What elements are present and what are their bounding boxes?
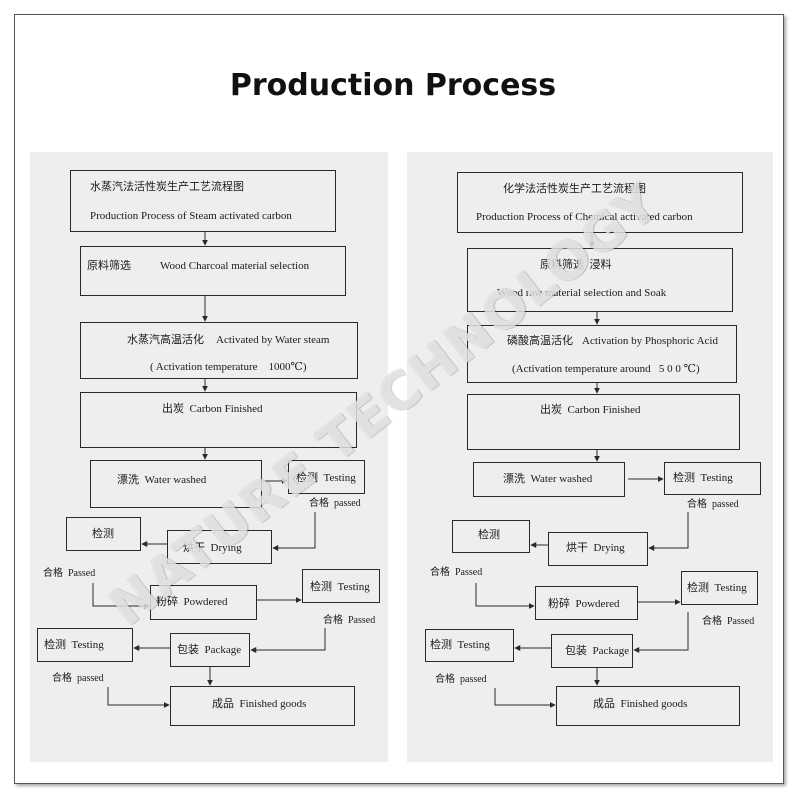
steam-testing-wash-label: 检测 Testing [296,472,356,484]
chemical-passed-drying-label: 合格 Passed [430,567,483,578]
arrow-chemical-passed-to-powdered [475,583,535,609]
steam-powdered-label: 粉碎 Powdered [156,596,228,608]
arrow-steam-passed-to-finished [107,687,170,708]
chemical-header-en: Production Process of Chemical activated… [476,211,693,223]
chemical-process-panel [407,152,773,762]
chemical-passed-wash-label: 合格 passed [687,499,739,510]
steam-passed-package-label: 合格 passed [52,673,104,684]
chemical-carbon-finished-box [467,394,740,450]
chemical-activation-box [467,325,737,383]
steam-finished-goods-box [170,686,355,726]
chemical-testing-wash-box [664,462,761,495]
steam-testing-drying-box [66,517,141,551]
steam-testing-powder-box [302,569,380,603]
steam-drying-box [167,530,272,564]
chemical-selection-cn: 原料筛选 浸料 [540,259,612,271]
steam-selection-cn: 原料筛选 [87,260,131,272]
chemical-drying-label: 烘干 Drying [566,542,625,554]
steam-drying-label: 烘干 Drying [183,542,242,554]
arrow-steam-passed-to-package [250,628,326,653]
steam-carbon-finished-label: 出炭 Carbon Finished [162,403,263,415]
steam-testing-drying-label: 检测 [92,528,114,540]
steam-activation-temp: ( Activation temperature 1000℃) [150,361,307,373]
chemical-passed-package-label: 合格 passed [435,674,487,685]
page-title: Production Process [229,68,557,103]
steam-powdered-box [150,585,257,620]
steam-selection-box [80,246,346,296]
chemical-carbon-finished-label: 出炭 Carbon Finished [540,404,641,416]
chemical-testing-powder-label: 检测 Testing [687,582,747,594]
chemical-selection-en: Wood raw material selection and Soak [497,287,667,299]
chemical-package-box [551,634,633,668]
chemical-header-cn: 化学法活性炭生产工艺流程图 [503,183,646,195]
steam-process-panel [30,152,388,762]
steam-package-box [170,633,250,667]
steam-testing-powder-label: 检测 Testing [310,581,370,593]
steam-testing-wash-box [288,460,365,494]
steam-activation-box [80,322,358,379]
chemical-water-washed-label: 漂洗 Water washed [503,473,593,485]
chemical-testing-package-box [425,629,514,662]
arrow-chemical-passed-to-package [633,612,689,653]
arrow-chemical-passed-to-finished [494,688,556,708]
chemical-powdered-box [535,586,638,620]
steam-passed-wash-label: 合格 passed [309,498,361,509]
chemical-testing-drying-label: 检测 [478,529,500,541]
chemical-testing-powder-box [681,571,758,605]
arrow-steam-passed-to-drying [272,512,316,551]
chemical-testing-wash-label: 检测 Testing [673,472,733,484]
chemical-finished-goods-label: 成品 Finished goods [593,698,688,710]
chemical-activation-cn: 磷酸高温活化 [507,335,573,347]
chemical-selection-box [467,248,733,312]
steam-testing-package-box [37,628,133,662]
chemical-activation-en: Activation by Phosphoric Acid [582,335,718,347]
steam-activation-cn: 水蒸汽高温活化 [127,334,204,346]
steam-passed-powder-label: 合格 Passed [323,615,376,626]
chemical-activation-temp: (Activation temperature around 5 0 0 ℃) [512,363,700,375]
arrow-steam-passed-to-powdered [92,583,150,609]
steam-water-washed-label: 漂洗 Water washed [117,474,207,486]
steam-activation-en: Activated by Water steam [216,334,330,346]
chemical-testing-drying-box [452,520,530,553]
chemical-drying-box [548,532,648,566]
chemical-package-label: 包装 Package [565,645,630,657]
steam-header-cn: 水蒸汽法活性炭生产工艺流程图 [90,181,244,193]
steam-testing-package-label: 检测 Testing [44,639,104,651]
chemical-header-box [457,172,743,233]
steam-water-washed-box [90,460,262,508]
chemical-water-washed-box [473,462,625,497]
chemical-finished-goods-box [556,686,740,726]
steam-package-label: 包装 Package [177,644,242,656]
steam-carbon-finished-box [80,392,357,448]
steam-header-box [70,170,336,232]
steam-header-en: Production Process of Steam activated ca… [90,210,292,222]
steam-selection-en: Wood Charcoal material selection [160,260,310,272]
steam-passed-drying-label: 合格 Passed [43,568,96,579]
steam-finished-goods-label: 成品 Finished goods [212,698,307,710]
chemical-powdered-label: 粉碎 Powdered [548,598,620,610]
chemical-testing-package-label: 检测 Testing [430,639,490,651]
arrow-chemical-passed-to-drying [648,512,689,551]
chemical-passed-powder-label: 合格 Passed [702,616,755,627]
